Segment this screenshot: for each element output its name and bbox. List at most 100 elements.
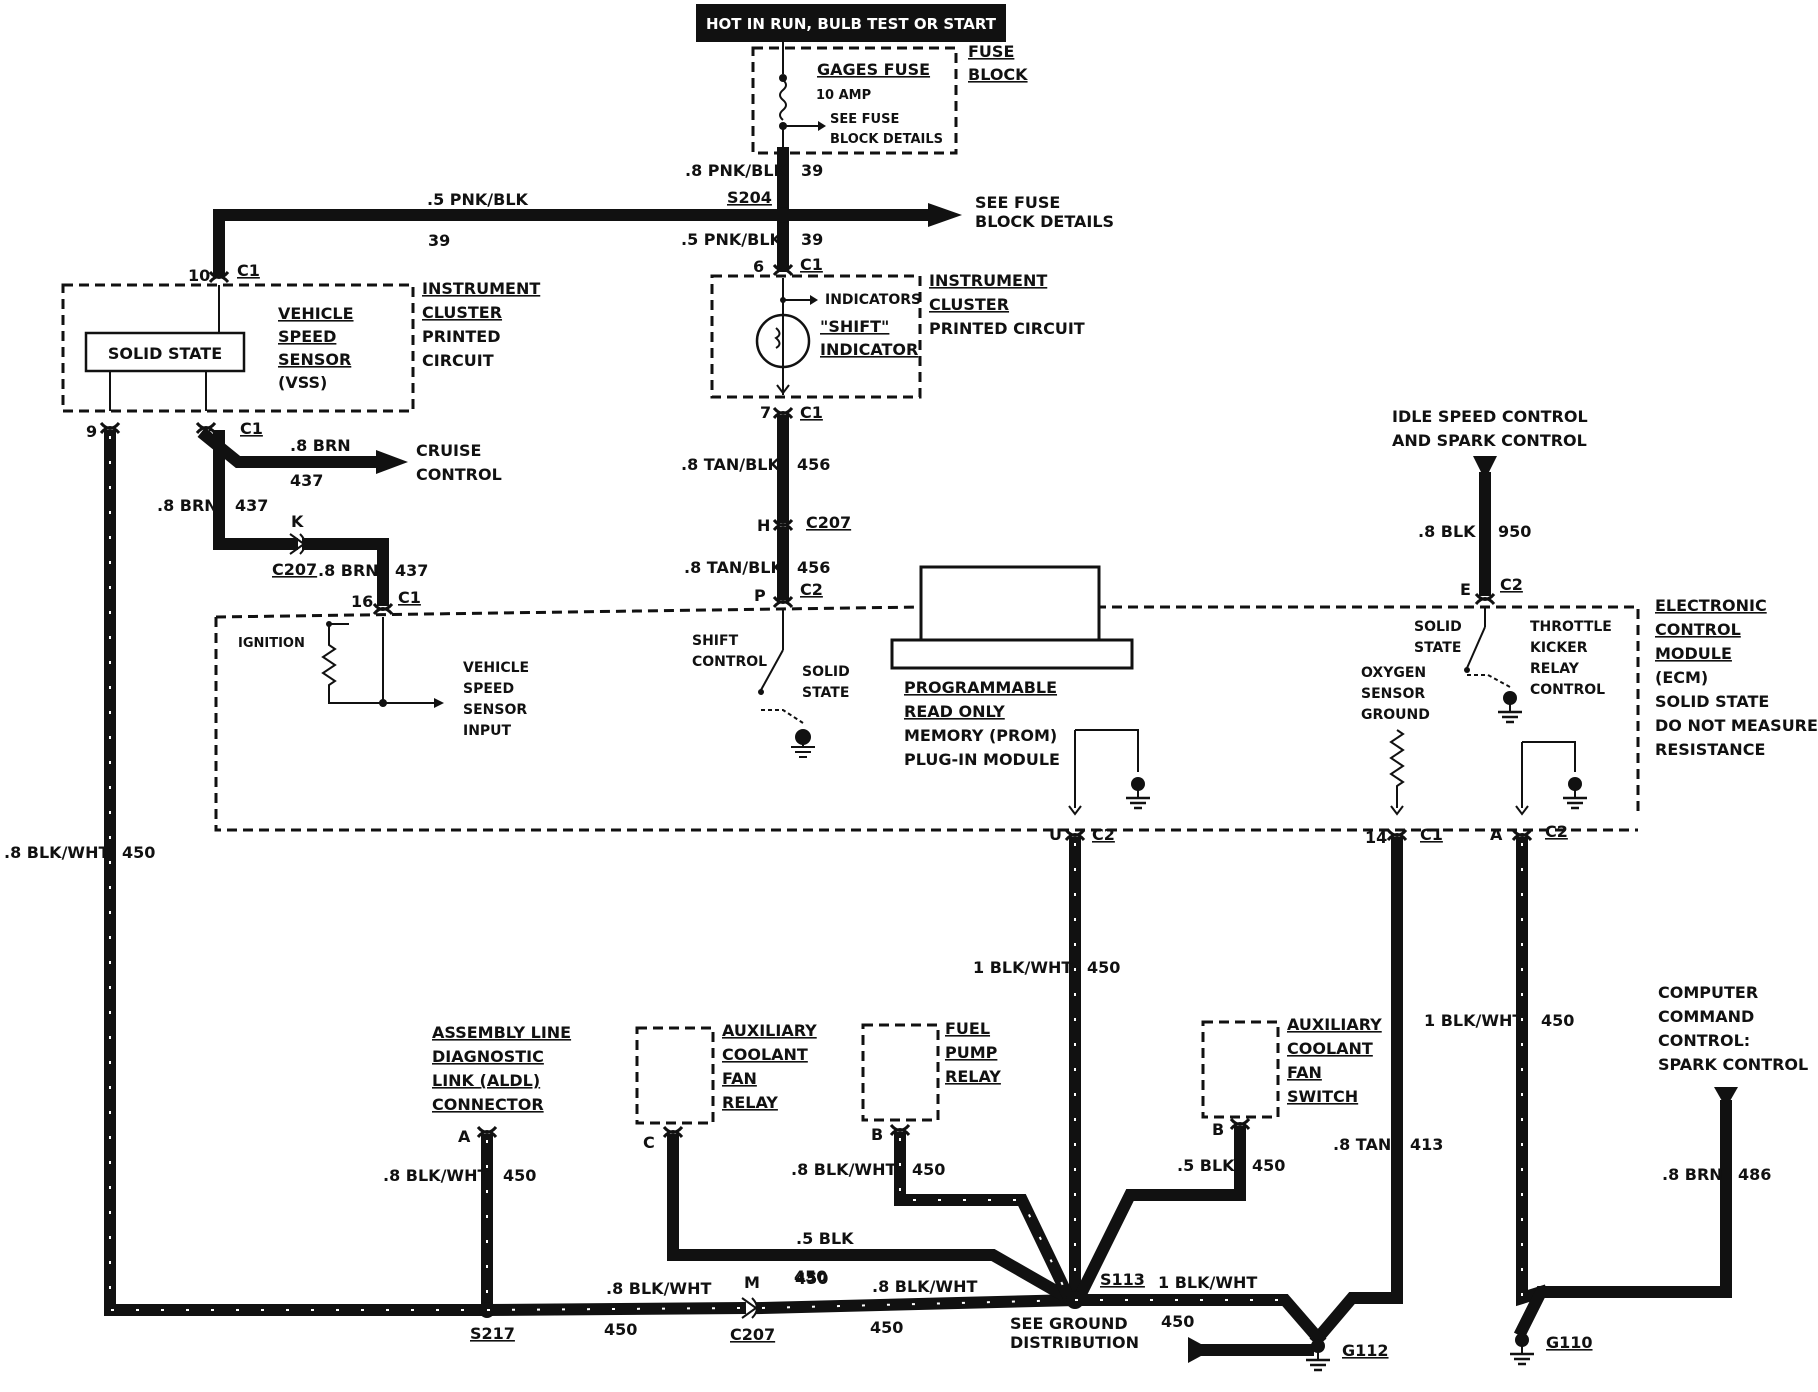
wire-label-brn-b: .8 BRN bbox=[157, 496, 218, 515]
see-ground-label-2: DISTRIBUTION bbox=[1010, 1333, 1139, 1352]
wire-circuit-950: 950 bbox=[1498, 522, 1531, 541]
oxygen-sensor-resistor-icon bbox=[1389, 729, 1405, 808]
idle-speed-label-2: AND SPARK CONTROL bbox=[1392, 431, 1587, 450]
ecm-title-7: RESISTANCE bbox=[1655, 740, 1765, 759]
vss-solid-state-box bbox=[84, 331, 246, 373]
aldl-pin: A bbox=[458, 1127, 471, 1146]
instrument-cluster-left: 10 C1 SOLID STATE VEHICLE SPEED SENSOR (… bbox=[61, 261, 540, 442]
wire-label-blk-5-switch: .5 BLK bbox=[1177, 1156, 1235, 1175]
splice-s217-label: S217 bbox=[470, 1324, 515, 1343]
wire-label-pnk-blk-8: .8 PNK/BLK bbox=[685, 161, 787, 180]
ecm-conn-p: C2 bbox=[800, 580, 823, 599]
s204-see-details-1: SEE FUSE bbox=[975, 193, 1060, 212]
wire-label-blk-950: .8 BLK bbox=[1418, 522, 1476, 541]
ecm-conn-14: C1 bbox=[1420, 825, 1443, 844]
aldl-label-4: CONNECTOR bbox=[432, 1095, 544, 1114]
aldl-connector: ASSEMBLY LINE DIAGNOSTIC LINK (ALDL) CON… bbox=[432, 1023, 571, 1146]
shift-conn-c1-bottom: C1 bbox=[800, 403, 823, 422]
cluster-left-title-3: PRINTED bbox=[422, 327, 501, 346]
wire-label-blk-wht-bottom-a: .8 BLK/WHT bbox=[606, 1279, 711, 1298]
c207-h-pin: H bbox=[757, 516, 770, 535]
wire-label-blk-wht-u: 1 BLK/WHT bbox=[973, 958, 1072, 977]
fuse-see-details-1: SEE FUSE bbox=[830, 112, 899, 127]
ecm-vss-input-4: INPUT bbox=[463, 723, 512, 739]
shift-pin-6: 6 bbox=[753, 257, 764, 276]
vss-conn-c1-bottom: C1 bbox=[240, 419, 263, 438]
fuse-block-title-2: BLOCK bbox=[968, 65, 1028, 84]
c207-m-pin: M bbox=[744, 1273, 760, 1292]
wire-circuit-486: 486 bbox=[1738, 1165, 1771, 1184]
wire-circuit-450-bottom-b: 450 bbox=[870, 1318, 903, 1337]
fuse-icon bbox=[779, 79, 787, 121]
aux-fan-switch-label-3: FAN bbox=[1287, 1063, 1322, 1082]
prom-base-box bbox=[890, 638, 1134, 670]
vss-pin-10: 10 bbox=[188, 266, 210, 285]
wire-circuit-456-a: 456 bbox=[797, 455, 830, 474]
aux-fan-switch-label-2: COOLANT bbox=[1287, 1039, 1373, 1058]
fuse-see-details-2: BLOCK DETAILS bbox=[830, 132, 943, 147]
splice-s204-label: S204 bbox=[727, 188, 772, 207]
computer-command-label-4: SPARK CONTROL bbox=[1658, 1055, 1808, 1074]
computer-command-label-3: CONTROL: bbox=[1658, 1031, 1750, 1050]
see-ground-label-1: SEE GROUND bbox=[1010, 1314, 1128, 1333]
ecm-prom-4: PLUG-IN MODULE bbox=[904, 750, 1060, 769]
wire-label-pnk-blk-5-b: .5 PNK/BLK bbox=[681, 230, 783, 249]
wire-pnk-blk-to-vss bbox=[213, 209, 789, 278]
wire-circuit-450-u: 450 bbox=[1087, 958, 1120, 977]
c207-h-name: C207 bbox=[806, 513, 851, 532]
wire-blk-5-coolant bbox=[667, 1134, 1077, 1307]
wire-blk-5-switch bbox=[1071, 1126, 1246, 1305]
wire-circuit-450-s113: 450 bbox=[1161, 1312, 1194, 1331]
c207-k-pin: K bbox=[291, 512, 304, 531]
shift-pin-7: 7 bbox=[760, 403, 771, 422]
ecm-title-6: DO NOT MEASURE bbox=[1655, 716, 1818, 735]
fuel-pump-pin: B bbox=[871, 1125, 883, 1144]
cluster-left-title-4: CIRCUIT bbox=[422, 351, 494, 370]
cluster-left-title-2: CLUSTER bbox=[422, 303, 502, 322]
fuse-block: GAGES FUSE 10 AMP SEE FUSE BLOCK DETAILS… bbox=[751, 42, 1028, 155]
ecm-solid-state-2a: SOLID bbox=[1414, 619, 1462, 635]
aldl-label-1: ASSEMBLY LINE bbox=[432, 1023, 571, 1042]
power-source-text: HOT IN RUN, BULB TEST OR START bbox=[706, 15, 997, 33]
wire-label-blk-wht-left: .8 BLK/WHT bbox=[4, 843, 109, 862]
idle-speed-label-1: IDLE SPEED CONTROL bbox=[1392, 407, 1588, 426]
shift-label-2: INDICATOR bbox=[820, 340, 918, 359]
wire-circuit-437-a: 437 bbox=[290, 471, 323, 490]
wire-brn-486 bbox=[1513, 1100, 1732, 1339]
power-source-header: HOT IN RUN, BULB TEST OR START bbox=[696, 4, 1006, 42]
wire-label-blk-wht-bottom-b: .8 BLK/WHT bbox=[872, 1277, 977, 1296]
wire-circuit-39-a: 39 bbox=[801, 161, 823, 180]
fuel-pump-relay: FUEL PUMP RELAY B bbox=[861, 1019, 1001, 1144]
wire-blk-wht-s113 bbox=[1069, 1294, 1327, 1347]
cluster-right-title-2: CLUSTER bbox=[929, 295, 1009, 314]
s204-see-details-2: BLOCK DETAILS bbox=[975, 212, 1114, 231]
aux-fan-relay-label-4: RELAY bbox=[722, 1093, 778, 1112]
fuel-pump-label-3: RELAY bbox=[945, 1067, 1001, 1086]
shift-label-1: "SHIFT" bbox=[820, 317, 889, 336]
wire-label-brn-486: .8 BRN bbox=[1662, 1165, 1723, 1184]
ecm-vss-input-3: SENSOR bbox=[463, 702, 527, 718]
vss-label-2: SPEED bbox=[278, 327, 336, 346]
wire-label-blk-wht-14: 1 BLK/WHT bbox=[1424, 1011, 1523, 1030]
shift-indicators-label: INDICATORS bbox=[825, 292, 921, 308]
wire-circuit-437-c: 437 bbox=[395, 561, 428, 580]
ecm-conn-a: C2 bbox=[1545, 822, 1568, 841]
wire-circuit-450-14: 450 bbox=[1541, 1011, 1574, 1030]
c207-k-name: C207 bbox=[272, 560, 317, 579]
ecm-oxygen-2: SENSOR bbox=[1361, 686, 1425, 702]
prom-module-box bbox=[919, 565, 1101, 642]
wire-label-pnk-blk-5: .5 PNK/BLK bbox=[427, 190, 529, 209]
ecm-throttle-2: KICKER bbox=[1530, 640, 1588, 656]
ecm-prom-2: READ ONLY bbox=[904, 702, 1005, 721]
wire-circuit-450-aldl: 450 bbox=[503, 1166, 536, 1185]
shift-conn-c1-top: C1 bbox=[800, 255, 823, 274]
vss-label-4: (VSS) bbox=[278, 373, 327, 392]
ecm-oxygen-3: GROUND bbox=[1361, 707, 1430, 723]
ecm-shift-control-2: CONTROL bbox=[692, 654, 767, 670]
aux-fan-relay-pin: C bbox=[643, 1133, 655, 1152]
ecm-prom-1: PROGRAMMABLE bbox=[904, 678, 1057, 697]
fuse-block-title-1: FUSE bbox=[968, 42, 1014, 61]
wire-brn-to-ecm bbox=[302, 538, 389, 606]
wire-circuit-450-mid: 450 bbox=[794, 1267, 827, 1286]
fuse-rating: 10 AMP bbox=[816, 88, 871, 103]
